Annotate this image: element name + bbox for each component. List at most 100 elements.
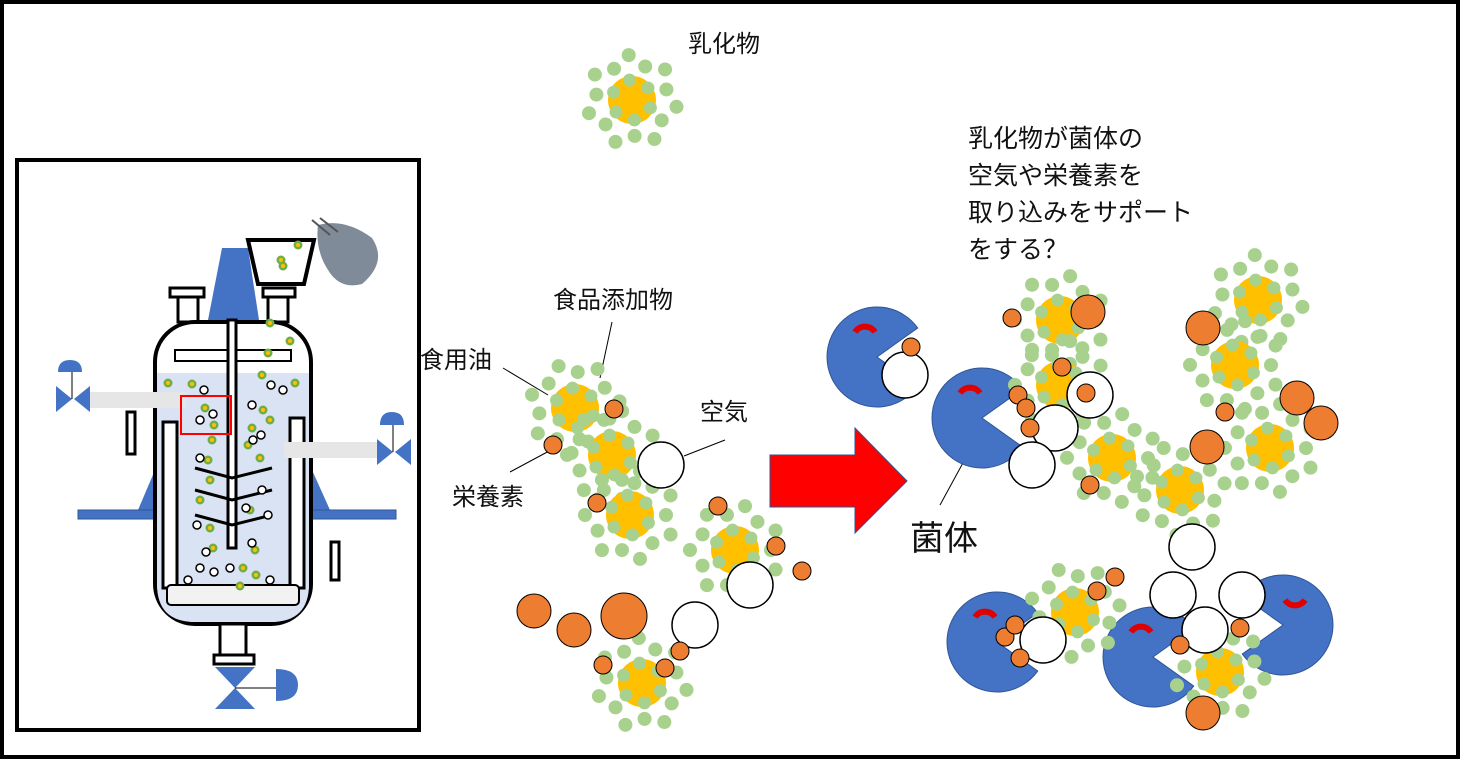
nutrient-large <box>556 612 592 648</box>
air-bubble-small <box>266 380 276 390</box>
food-additive-dot <box>1197 677 1211 691</box>
food-additive-dot <box>1063 269 1078 284</box>
food-additive-dot <box>663 527 678 542</box>
oil-particle <box>253 548 257 552</box>
emulsion-droplet <box>1025 563 1127 664</box>
nutrient <box>1005 615 1025 635</box>
food-additive-dot <box>572 463 587 478</box>
food-additive-dot <box>1081 638 1096 653</box>
air-bubble-small <box>209 567 219 577</box>
food-additive-dot <box>1169 678 1184 693</box>
food-additive-dot <box>1238 314 1253 329</box>
food-additive-dot <box>1177 659 1192 674</box>
air-bubble <box>637 441 685 489</box>
food-additive-dot <box>1247 453 1261 467</box>
nutrient <box>1052 357 1072 377</box>
food-additive-dot <box>1254 476 1269 491</box>
food-additive-dot <box>633 551 648 566</box>
nutrient <box>1230 618 1250 638</box>
nutrient <box>1080 475 1100 495</box>
food-additive-dot <box>1231 673 1245 687</box>
oil-particle <box>261 408 265 412</box>
food-additive-dot <box>1195 342 1210 357</box>
food-additive-dot <box>1189 471 1203 485</box>
food-additive-dot <box>1284 262 1299 277</box>
food-additive-dot <box>1093 358 1108 373</box>
food-additive-dot <box>1025 591 1040 606</box>
air-bubble <box>1008 441 1056 489</box>
oil-particle <box>260 373 264 377</box>
food-additive-dot <box>621 436 635 450</box>
food-additive-dot <box>605 500 619 514</box>
food-additive-dot <box>1268 377 1283 392</box>
food-additive-dot <box>1281 449 1295 463</box>
nutrient <box>604 399 624 419</box>
food-additive-dot <box>1107 471 1121 485</box>
food-additive-dot <box>541 376 556 391</box>
food-additive-dot <box>1127 422 1142 437</box>
food-additive-dot <box>1020 362 1035 377</box>
food-additive-dot <box>587 67 602 82</box>
food-additive-dot <box>627 476 642 491</box>
food-additive-dot <box>1072 466 1087 481</box>
food-additive-dot <box>1045 277 1060 292</box>
nutrient <box>901 337 921 357</box>
food-additive-dot <box>576 483 591 498</box>
food-additive-dot <box>1137 488 1152 503</box>
food-additive-dot <box>1250 329 1265 344</box>
food-additive-dot <box>552 413 566 427</box>
cell-receptor-icon <box>957 384 983 395</box>
food-additive-dot <box>608 134 623 149</box>
cell-receptor-icon <box>852 323 878 334</box>
cell-receptor-icon <box>1282 598 1308 609</box>
food-additive-dot <box>617 668 631 682</box>
food-additive-dot <box>641 81 655 95</box>
food-additive-dot <box>1025 277 1040 292</box>
nutrient-large <box>1185 310 1221 346</box>
food-additive-dot <box>653 684 667 698</box>
air-bubble-small <box>201 547 211 557</box>
food-additive-dot <box>1245 433 1259 447</box>
food-additive-dot <box>1195 657 1209 671</box>
food-additive-dot <box>695 558 710 573</box>
food-additive-dot <box>712 555 726 569</box>
food-additive-dot <box>637 711 652 726</box>
bottom-flange <box>212 653 256 666</box>
food-additive-dot <box>1045 342 1060 357</box>
oil-particle <box>246 443 250 447</box>
support-bar-left <box>77 509 159 520</box>
food-additive-dot <box>638 59 653 74</box>
emulsion-droplet <box>1169 620 1272 721</box>
food-additive-dot <box>550 393 564 407</box>
nutrient <box>587 493 607 513</box>
food-additive-dot <box>1202 462 1217 477</box>
food-additive-dot <box>617 644 632 659</box>
food-additive-dot <box>768 562 783 577</box>
food-additive-dot <box>1229 653 1243 667</box>
side-nozzle-right <box>329 540 341 582</box>
air-bubble-small <box>247 538 257 548</box>
food-additive-dot <box>1233 285 1247 299</box>
food-additive-dot <box>587 440 601 454</box>
label-food-additive: 食品添加物 <box>553 286 673 314</box>
oil-particle <box>211 546 215 550</box>
air-bubble-small <box>256 430 266 440</box>
food-additive-dot <box>683 543 697 557</box>
food-additive-dot <box>645 428 660 443</box>
food-additive-dot <box>594 543 609 558</box>
air-bubble-small <box>195 563 205 573</box>
food-additive-dot <box>1230 378 1244 392</box>
food-additive-dot <box>664 696 679 711</box>
food-additive-dot <box>1261 421 1275 435</box>
food-additive-dot <box>1246 366 1260 380</box>
food-additive-dot <box>1195 373 1210 388</box>
food-additive-dot <box>566 381 580 395</box>
food-additive-dot <box>584 389 598 403</box>
food-additive-dot <box>1217 476 1232 491</box>
outlet-pipe <box>284 442 378 458</box>
air-bubble-small <box>248 435 258 445</box>
food-additive-dot <box>581 106 596 121</box>
food-additive-dot <box>1249 273 1263 287</box>
food-additive-dot <box>659 508 673 522</box>
